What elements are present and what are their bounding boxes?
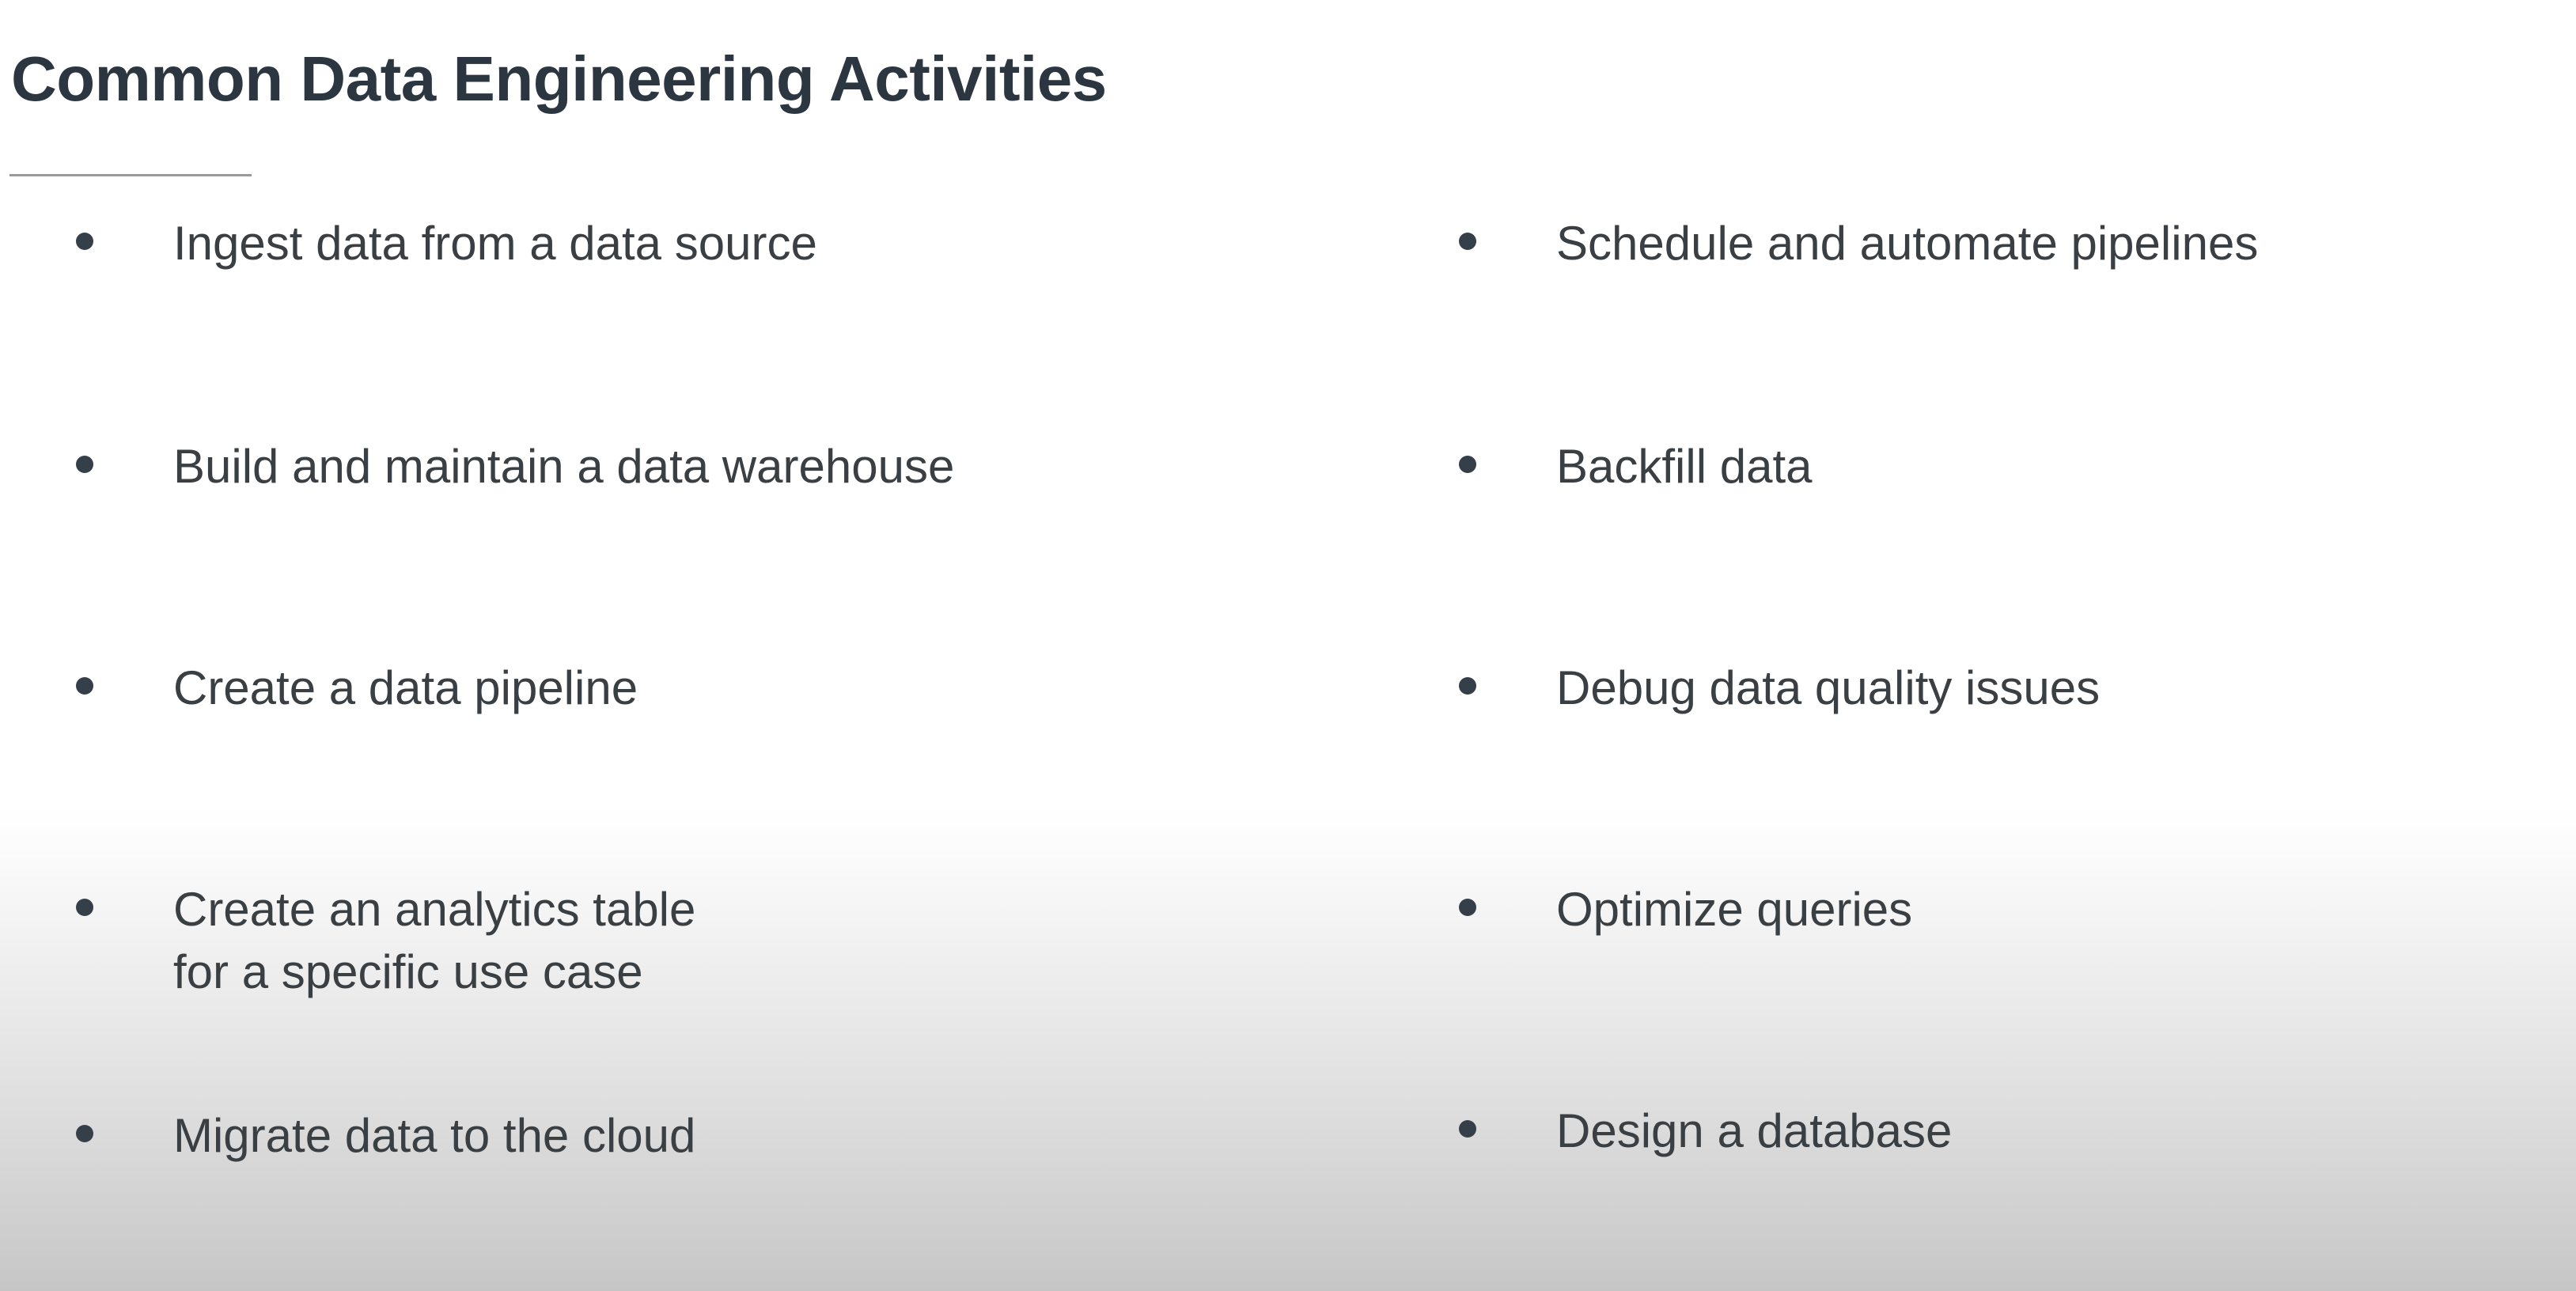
bullet-dot-icon [1459,1120,1476,1138]
bullet-dot-icon [76,233,93,250]
list-item[interactable]: Ingest data from a data source [76,212,1310,274]
bullet-dot-icon [76,899,93,916]
list-item[interactable]: Migrate data to the cloud [76,1104,1310,1167]
list-item[interactable]: Create an analytics table for a specific… [76,878,701,1003]
bullet-dot-icon [1459,456,1476,473]
bullet-dot-icon [76,456,93,473]
bullet-dot-icon [1459,233,1476,250]
list-item[interactable]: Optimize queries [1459,878,2567,941]
list-item-label: Backfill data [1556,440,1813,493]
list-item-label: Build and maintain a data warehouse [173,440,955,493]
list-item[interactable]: Debug data quality issues [1459,657,2567,719]
title-divider [9,174,252,176]
list-item[interactable]: Build and maintain a data warehouse [76,435,1310,498]
list-item-label: Create a data pipeline [173,661,638,714]
list-item[interactable]: Backfill data [1459,435,2567,498]
bullet-dot-icon [76,1125,93,1142]
list-item-label: Migrate data to the cloud [173,1109,696,1162]
list-item-label: Design a database [1556,1104,1953,1157]
bullet-dot-icon [76,677,93,695]
page-title: Common Data Engineering Activities [11,43,1107,114]
list-item-label: Schedule and automate pipelines [1556,217,2259,270]
list-item-label: Create an analytics table for a specific… [173,883,696,999]
bullet-dot-icon [1459,677,1476,695]
bullet-dot-icon [1459,899,1476,916]
list-item[interactable]: Schedule and automate pipelines [1459,212,2567,274]
list-item-label: Optimize queries [1556,883,1913,936]
list-item[interactable]: Design a database [1459,1100,2567,1162]
list-item[interactable]: Create a data pipeline [76,657,1310,719]
list-item-label: Ingest data from a data source [173,217,817,270]
list-item-label: Debug data quality issues [1556,661,2101,714]
